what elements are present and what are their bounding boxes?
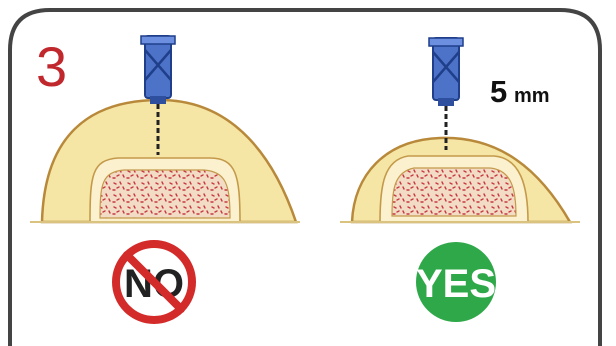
check-circle-icon: YES bbox=[416, 242, 496, 322]
prohibited-icon: NO bbox=[116, 244, 192, 320]
right-bone-section bbox=[340, 138, 580, 222]
left-bone-marrow bbox=[100, 170, 230, 218]
depth-unit: mm bbox=[514, 85, 550, 107]
depth-value: 5 bbox=[490, 74, 507, 109]
left-bone-section bbox=[30, 100, 300, 222]
right-bone-marrow bbox=[392, 168, 516, 216]
step-number: 3 bbox=[36, 35, 67, 98]
needle-icon bbox=[429, 38, 463, 150]
depth-label: 5 mm bbox=[490, 74, 550, 109]
yes-label: YES bbox=[416, 262, 496, 306]
